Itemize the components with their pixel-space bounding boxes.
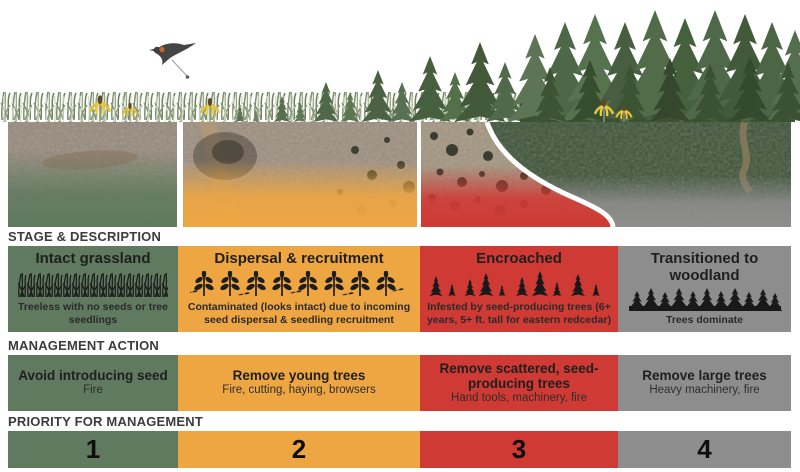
stage-cell-encroached: Encroached Infested by seed-producing tr…: [420, 246, 618, 332]
flying-blackbird-dropping-seed-icon: [149, 43, 196, 79]
priority-row: 1 2 3 4: [8, 431, 791, 468]
action-title: Remove young trees: [232, 368, 366, 384]
scattered-trees-icon: [426, 271, 612, 297]
priority-2: 2: [178, 431, 420, 468]
priority-3: 3: [420, 431, 618, 468]
grassland-aerial-photo: [8, 122, 177, 227]
grass-icon: [18, 271, 168, 298]
priority-1: 1: [8, 431, 178, 468]
action-cell-remove-large-trees: Remove large trees Heavy machinery, fire: [618, 355, 791, 411]
stage-title: Intact grassland: [35, 250, 151, 267]
action-title: Remove large trees: [642, 368, 767, 384]
stage-description: Trees dominate: [665, 313, 744, 326]
dispersal-aerial-photo: [183, 122, 417, 227]
landscape-illustration: [0, 0, 800, 227]
dense-trees-icon: [625, 286, 785, 312]
action-title: Remove scattered, seed-producing trees: [439, 360, 599, 391]
stage-description-header: STAGE & DESCRIPTION: [8, 229, 162, 244]
action-cell-remove-young-trees: Remove young trees Fire, cutting, haying…: [178, 355, 420, 411]
management-action-header: MANAGEMENT ACTION: [8, 338, 159, 353]
action-detail: Hand tools, machinery, fire: [451, 392, 587, 404]
action-detail: Fire: [83, 384, 103, 397]
action-cell-avoid-seed: Avoid introducing seed Fire: [8, 355, 178, 411]
stage-cell-dispersal-recruitment: Dispersal & recruitment: [178, 246, 420, 332]
stage-description: Infested by seed-producing trees (6+ yea…: [426, 301, 612, 326]
stage-cell-intact-grassland: Intact grassland Treeless with no seeds …: [8, 246, 178, 332]
action-detail: Heavy machinery, fire: [649, 384, 760, 397]
stage-description: Contaminated (looks intact) due to incom…: [187, 301, 411, 326]
priority-4: 4: [618, 431, 791, 468]
stage-description: Treeless with no seeds or tree seedlings: [18, 301, 168, 326]
stage-title: Transitioned to woodland: [650, 250, 759, 284]
priority-header: PRIORITY FOR MANAGEMENT: [8, 414, 204, 429]
stage-row: Intact grassland Treeless with no seeds …: [8, 246, 791, 332]
dense-conifers: [506, 10, 800, 123]
stage-title: Dispersal & recruitment: [214, 250, 384, 267]
action-detail: Fire, cutting, haying, browsers: [222, 384, 376, 397]
stage-cell-transitioned-woodland: Transitioned to woodland: [618, 246, 791, 332]
action-title: Avoid introducing seed: [18, 368, 168, 384]
action-cell-remove-scattered-trees: Remove scattered, seed-producing trees H…: [420, 355, 618, 411]
management-action-row: Avoid introducing seed Fire Remove young…: [8, 355, 791, 411]
stage-title: Encroached: [476, 250, 562, 267]
seedlings-icon: [190, 271, 408, 298]
